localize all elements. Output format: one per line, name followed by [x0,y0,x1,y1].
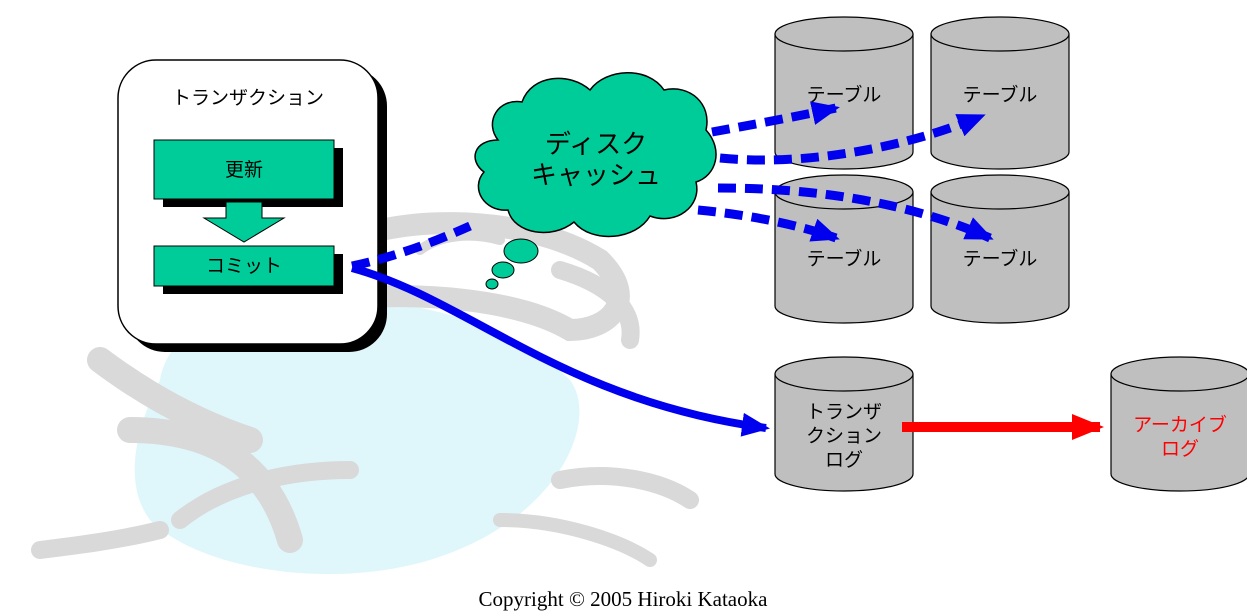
table-label-2: テーブル [963,83,1038,106]
txlog-label-line1: トランザ [806,401,882,423]
update-to-commit-arrow [202,201,286,243]
commit-box: コミット [153,245,343,294]
table-label-3: テーブル [807,247,882,270]
update-box: 更新 [153,139,343,207]
table-cylinder-4: テーブル [930,174,1070,324]
cache-to-table2-arrow [719,111,986,165]
commit-to-txlog-arrow [350,264,770,437]
archive-label-line2: ログ [1161,438,1199,460]
table-cylinder-2: テーブル [930,16,1070,170]
commit-to-cache-dashed-arrow [351,221,472,271]
disk-cache-cloud: ディスク キャッシュ [474,72,717,290]
cache-to-table4-arrow [717,183,994,243]
cache-to-table1-arrow [711,101,840,137]
table-cylinder-3: テーブル [774,174,914,324]
transaction-log-cylinder: トランザ クション ログ [774,356,914,492]
watermark-mascot [31,212,699,575]
copyright-footer: Copyright © 2005 Hiroki Kataoka [479,587,769,611]
archive-log-cylinder: アーカイブ ログ [1110,356,1247,492]
table-cylinder-1: テーブル [774,16,914,170]
update-label: 更新 [225,159,263,181]
cache-label-line2: キャッシュ [531,161,661,191]
txlog-label-line2: クション [806,425,882,447]
archive-label-line1: アーカイブ [1133,413,1227,436]
commit-label: コミット [206,255,282,277]
table-label-4: テーブル [963,247,1038,270]
cache-to-table3-arrow [697,205,840,243]
txlog-label-line3: ログ [825,449,863,471]
cache-label-line1: ディスク [545,130,647,160]
transaction-title: トランザクション [172,87,324,109]
table-label-1: テーブル [807,83,882,106]
